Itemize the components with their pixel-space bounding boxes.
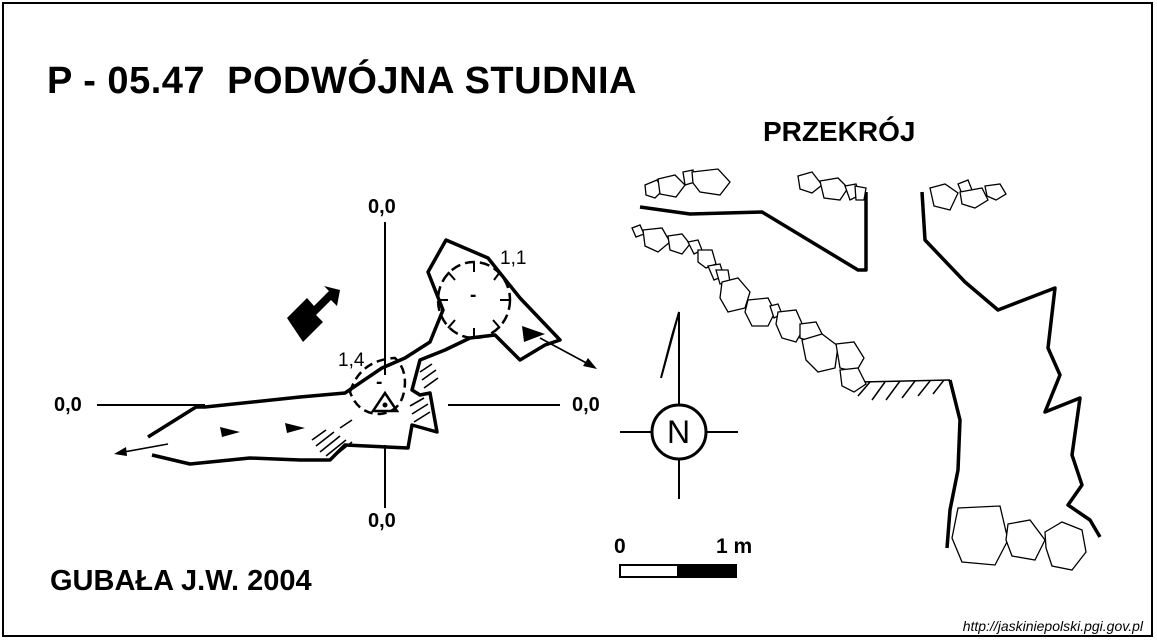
survey-point-icon [370, 390, 400, 413]
axis-label-bottom: 0,0 [368, 510, 396, 532]
section-slope-hatching [857, 379, 945, 401]
upper-well-sign: - [470, 285, 477, 306]
cross-section [631, 168, 1102, 571]
continuation-arrow-right [539, 337, 597, 369]
section-wall-right [920, 191, 1102, 538]
boulders-slope [631, 224, 867, 393]
source-url[interactable]: http://jaskiniepolski.pgi.gov.pl [962, 618, 1143, 634]
section-wall-left [945, 379, 962, 549]
axis-label-left: 0,0 [54, 394, 82, 416]
boulders-bottom [951, 505, 1087, 571]
passage-arrow-2 [285, 423, 305, 433]
depth-label-upper-well: 1,1 [500, 248, 527, 269]
plan-view [97, 222, 597, 508]
depth-label-lower-well: 1,4 [338, 350, 365, 371]
section-slope-line [859, 379, 951, 383]
author-credit: GUBAŁA J.W. 2004 [50, 565, 312, 597]
continuation-arrow-left [114, 443, 169, 456]
cave-title: P - 05.47 PODWÓJNA STUDNIA [47, 60, 637, 102]
passage-arrow-1 [220, 427, 240, 437]
lower-well-sign: - [376, 372, 383, 393]
boulders-top-middle [797, 171, 867, 201]
axis-label-top: 0,0 [368, 196, 396, 218]
cross-section-title: PRZEKRÓJ [763, 116, 916, 147]
passage-arrow-3 [522, 326, 545, 342]
boulders-top-right [929, 179, 1007, 211]
entrance-arrow-icon [287, 286, 340, 342]
section-wall-upper [639, 192, 868, 272]
lower-well-outline [348, 356, 407, 416]
scale-start-label: 0 [614, 535, 626, 558]
scale-bar [619, 564, 737, 578]
scale-end-label: 1 m [716, 535, 753, 558]
upper-well-hatch [438, 262, 510, 338]
north-letter: N [667, 414, 691, 450]
slope-hatching [311, 363, 439, 459]
cave-wall-outline [147, 238, 562, 466]
boulders-top-left [644, 168, 731, 199]
axis-label-right: 0,0 [572, 394, 600, 416]
north-arrow-icon [620, 311, 738, 499]
